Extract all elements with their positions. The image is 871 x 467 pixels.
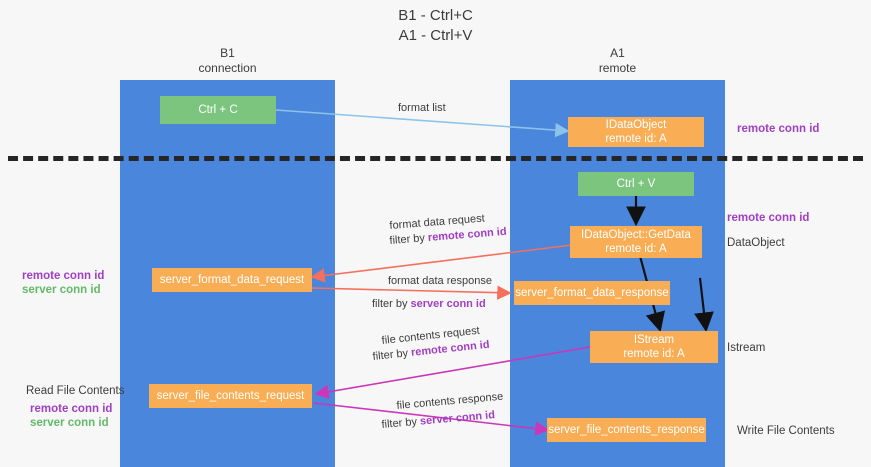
label-remote-conn-id-mid: remote conn id	[727, 212, 810, 224]
label-left-server-conn-id: server conn id	[22, 284, 101, 296]
lane-header-a1-role: remote	[598, 61, 637, 75]
box-istream[interactable]: IStream remote id: A	[590, 331, 718, 363]
label-write-file-contents: Write File Contents	[737, 425, 835, 437]
box-server-format-data-request[interactable]: server_format_data_request	[152, 268, 312, 292]
section-divider	[8, 156, 863, 161]
diagram-title: B1 - Ctrl+C A1 - Ctrl+V	[398, 7, 473, 44]
label-left-remote-conn-id: remote conn id	[22, 270, 105, 282]
box-server-file-contents-response[interactable]: server_file_contents_response	[547, 418, 706, 442]
box-idataobject[interactable]: IDataObject remote id: A	[568, 117, 704, 147]
lane-header-a1-name: A1	[610, 46, 625, 60]
label-left-remote-conn-id-2: remote conn id	[30, 403, 113, 415]
arrow-label-format-data-response: format data response	[388, 275, 492, 287]
label-istream: Istream	[727, 342, 766, 354]
label-remote-conn-id-top: remote conn id	[737, 123, 820, 135]
filter-prefix-1: filter by	[389, 231, 429, 247]
box-ctrl-c[interactable]: Ctrl + C	[160, 96, 276, 124]
arrow-label-filter-by-server-conn-id-1: filter by server conn id	[372, 297, 486, 312]
lane-header-b1-name: B1	[220, 46, 235, 60]
filter-highlight-server-1: server conn id	[410, 298, 486, 310]
box-idataobject-getdata[interactable]: IDataObject::GetData remote id: A	[570, 226, 702, 258]
label-left-server-conn-id-2: server conn id	[30, 417, 109, 429]
label-dataobject: DataObject	[727, 237, 785, 249]
filter-prefix-3: filter by	[372, 346, 412, 363]
lane-header-b1-role: connection	[198, 61, 257, 75]
filter-prefix-4: filter by	[381, 415, 421, 431]
filter-prefix-2: filter by	[372, 298, 411, 310]
arrow-label-format-list: format list	[398, 102, 446, 114]
box-server-file-contents-request[interactable]: server_file_contents_request	[149, 384, 312, 408]
box-ctrl-v[interactable]: Ctrl + V	[578, 172, 694, 196]
filter-highlight-server-2: server conn id	[419, 409, 496, 428]
label-read-file-contents: Read File Contents	[26, 385, 125, 397]
box-server-format-data-response[interactable]: server_format_data_response	[514, 281, 670, 305]
